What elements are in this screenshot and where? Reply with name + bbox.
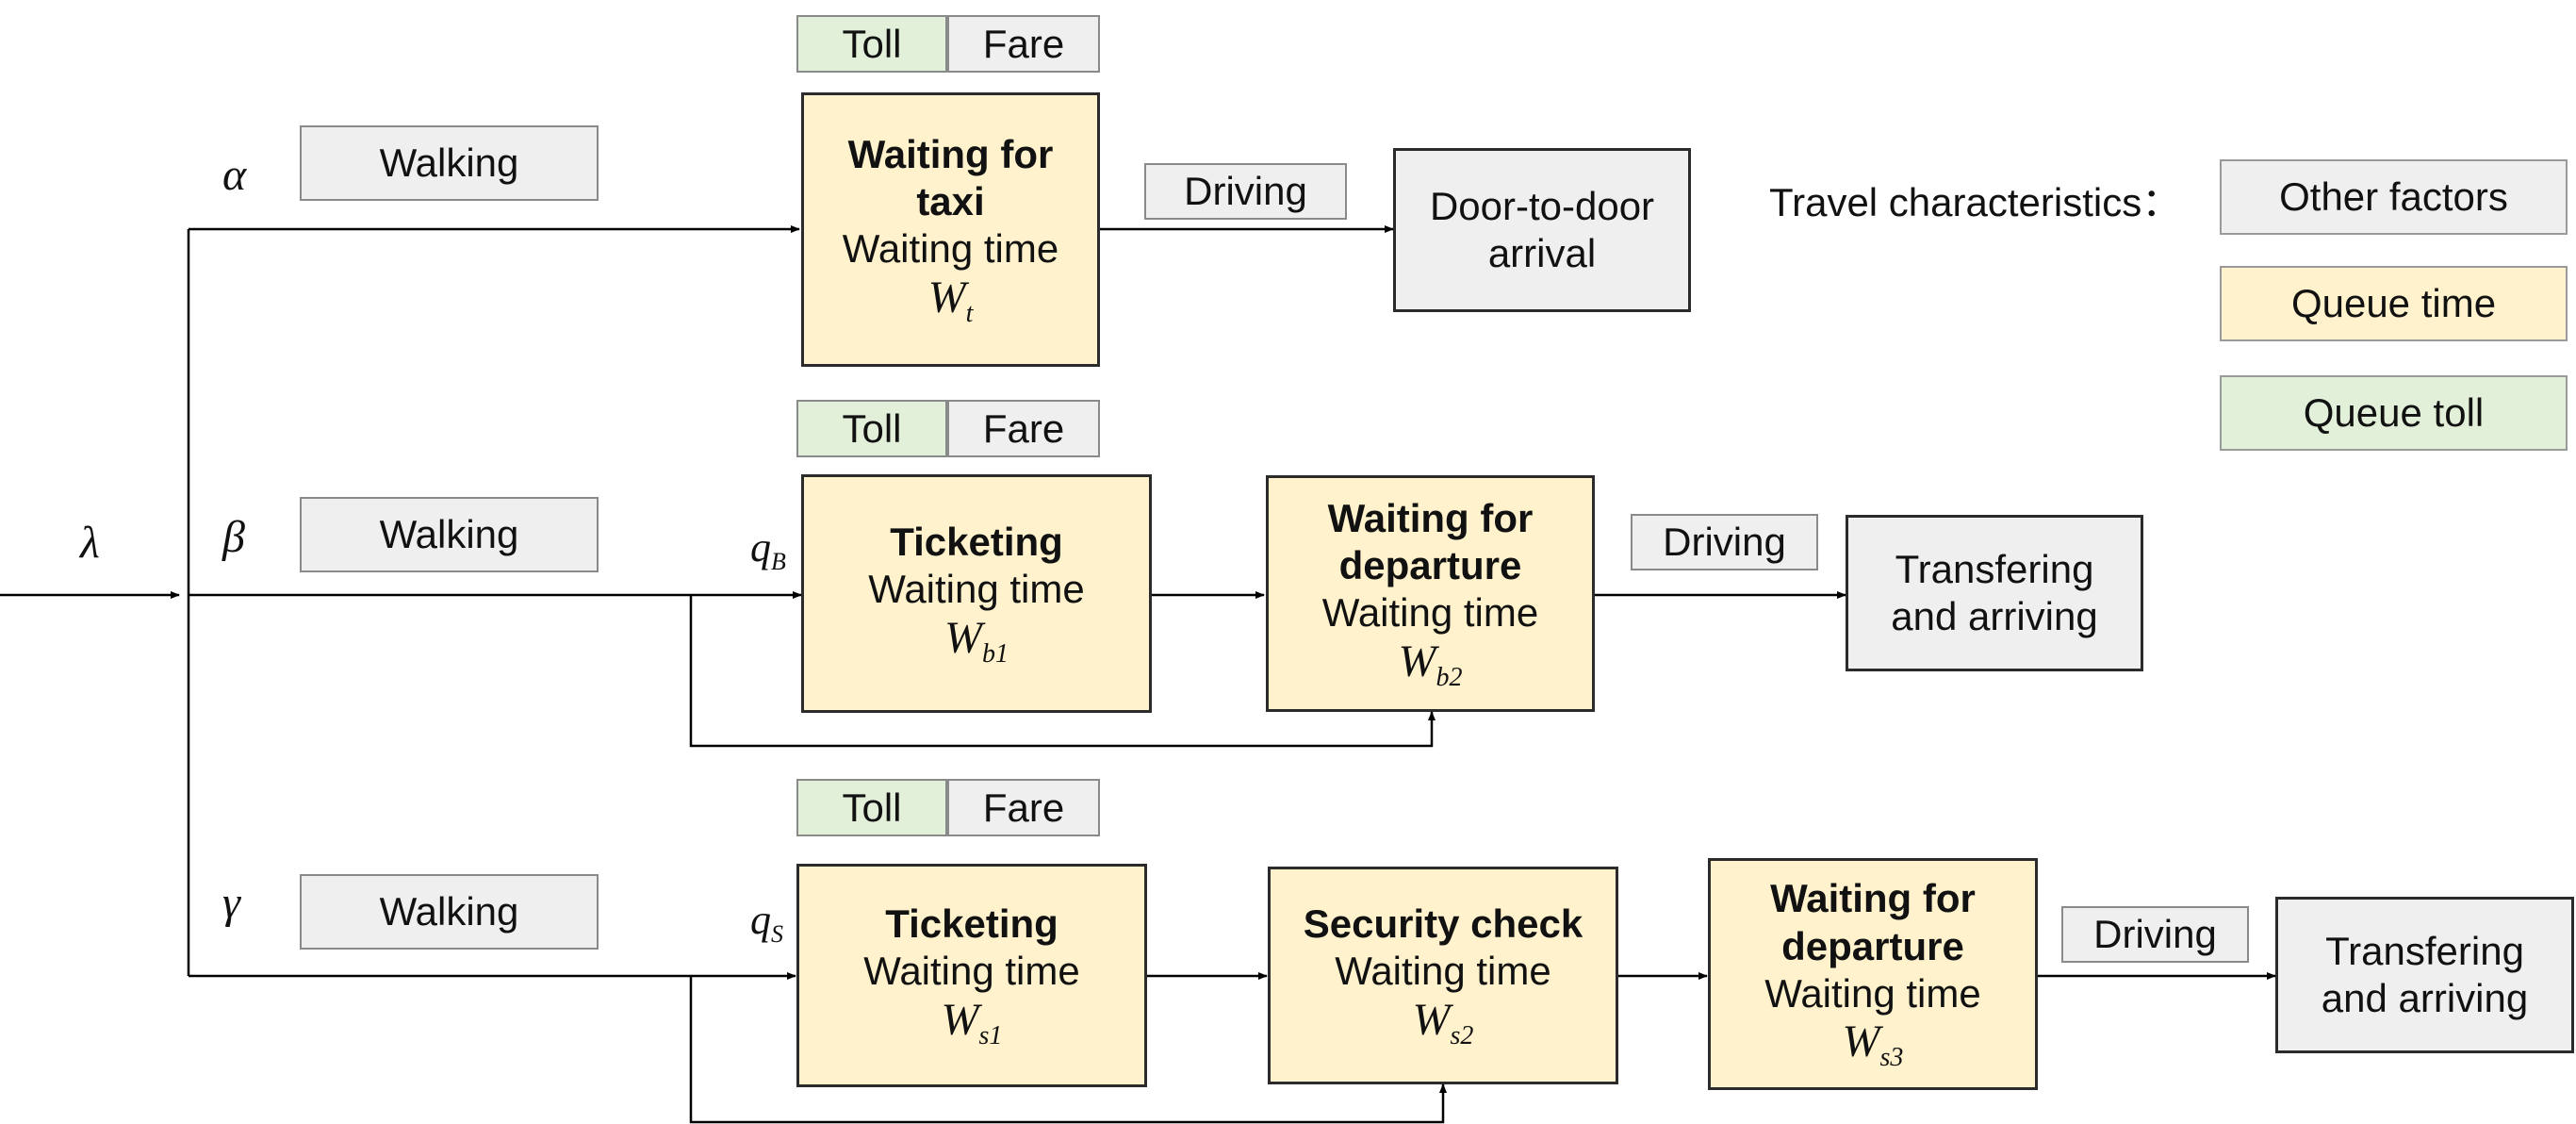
box-subtitle: Waiting time [1764, 970, 1981, 1016]
subway-ticketing-box: Ticketing Waiting time Ws1 [796, 864, 1147, 1087]
toll-fare-taxi: Toll Fare [796, 15, 1100, 73]
box-variable: Ws3 [1842, 1017, 1904, 1073]
box-title: Ticketing [885, 901, 1058, 946]
box-title: Ticketing [890, 519, 1063, 564]
box-subtitle: Waiting time [1335, 949, 1551, 994]
driving-box-subway: Driving [2061, 906, 2249, 963]
subway-bypass [689, 976, 1447, 1124]
waiting-for-taxi-box: Waiting for taxi Waiting time Wt [801, 92, 1100, 367]
toll-label: Toll [796, 400, 947, 457]
toll-label: Toll [796, 779, 947, 836]
box-subtitle: Waiting time [868, 567, 1085, 612]
box-title: Waiting for taxi [847, 131, 1054, 223]
box-title: Waiting for departure [1327, 495, 1534, 587]
box-variable: Ws2 [1412, 994, 1474, 1050]
box-variable: Ws1 [941, 994, 1003, 1050]
door-to-door-arrival-box: Door-to-door arrival [1393, 148, 1691, 312]
walking-box-gamma: Walking [300, 874, 599, 950]
toll-label: Toll [796, 15, 947, 73]
bus-departure-box: Waiting for departure Waiting time Wb2 [1266, 475, 1595, 712]
walking-box-beta: Walking [300, 497, 599, 572]
driving-box-bus: Driving [1631, 514, 1818, 570]
legend-queue-toll: Queue toll [2220, 375, 2568, 451]
bus-ticketing-box: Ticketing Waiting time Wb1 [801, 474, 1152, 713]
subway-arrival-box: Transfering and arriving [2275, 897, 2574, 1053]
fare-label: Fare [947, 15, 1100, 73]
subway-security-box: Security check Waiting time Ws2 [1268, 867, 1618, 1084]
beta-label: β [222, 512, 245, 562]
subway-departure-box: Waiting for departure Waiting time Ws3 [1708, 858, 2038, 1090]
box-title: Waiting for departure [1770, 876, 1976, 968]
box-subtitle: Waiting time [1321, 590, 1539, 636]
fare-label: Fare [947, 400, 1100, 457]
q-b-label: qB [750, 524, 786, 576]
driving-box-taxi: Driving [1144, 163, 1347, 220]
toll-fare-bus: Toll Fare [796, 400, 1100, 457]
legend-other-factors: Other factors [2220, 159, 2568, 235]
bus-bypass [689, 595, 1436, 748]
box-variable: Wb1 [944, 612, 1009, 669]
fare-label: Fare [947, 779, 1100, 836]
bus-arrival-box: Transfering and arriving [1846, 515, 2143, 671]
box-title: Security check [1303, 901, 1583, 946]
box-subtitle: Waiting time [842, 226, 1059, 272]
q-s-label: qS [750, 897, 783, 949]
toll-fare-subway: Toll Fare [796, 779, 1100, 836]
legend-heading: Travel characteristics： [1769, 180, 2182, 224]
box-variable: Wb2 [1398, 636, 1463, 692]
gamma-label: γ [222, 878, 240, 928]
box-subtitle: Waiting time [863, 949, 1080, 994]
alpha-label: α [222, 150, 247, 200]
box-variable: Wt [927, 272, 974, 328]
walking-box-alpha: Walking [300, 125, 599, 201]
lambda-label: λ [80, 518, 100, 568]
legend-queue-time: Queue time [2220, 266, 2568, 341]
